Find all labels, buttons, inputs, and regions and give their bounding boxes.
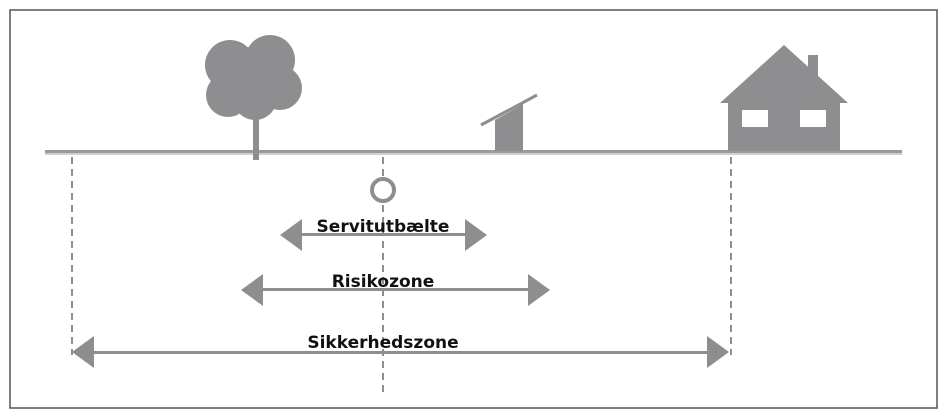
pipe-icon [370, 177, 396, 203]
risikozone-arrow [241, 274, 550, 306]
ground-hatch [45, 153, 902, 155]
servitutbaelte-arrow [280, 219, 487, 251]
sikkerhedszone-arrow [72, 336, 729, 368]
house-icon [720, 45, 848, 151]
sikkerhedszone-label: Sikkerhedszone [307, 333, 458, 353]
frame [9, 9, 938, 409]
risikozone-label: Risikozone [332, 272, 435, 292]
ground-line [45, 150, 902, 153]
servitutbaelte-label: Servitutbælte [317, 217, 450, 237]
shed-icon [480, 93, 538, 151]
tree-icon [205, 35, 302, 160]
